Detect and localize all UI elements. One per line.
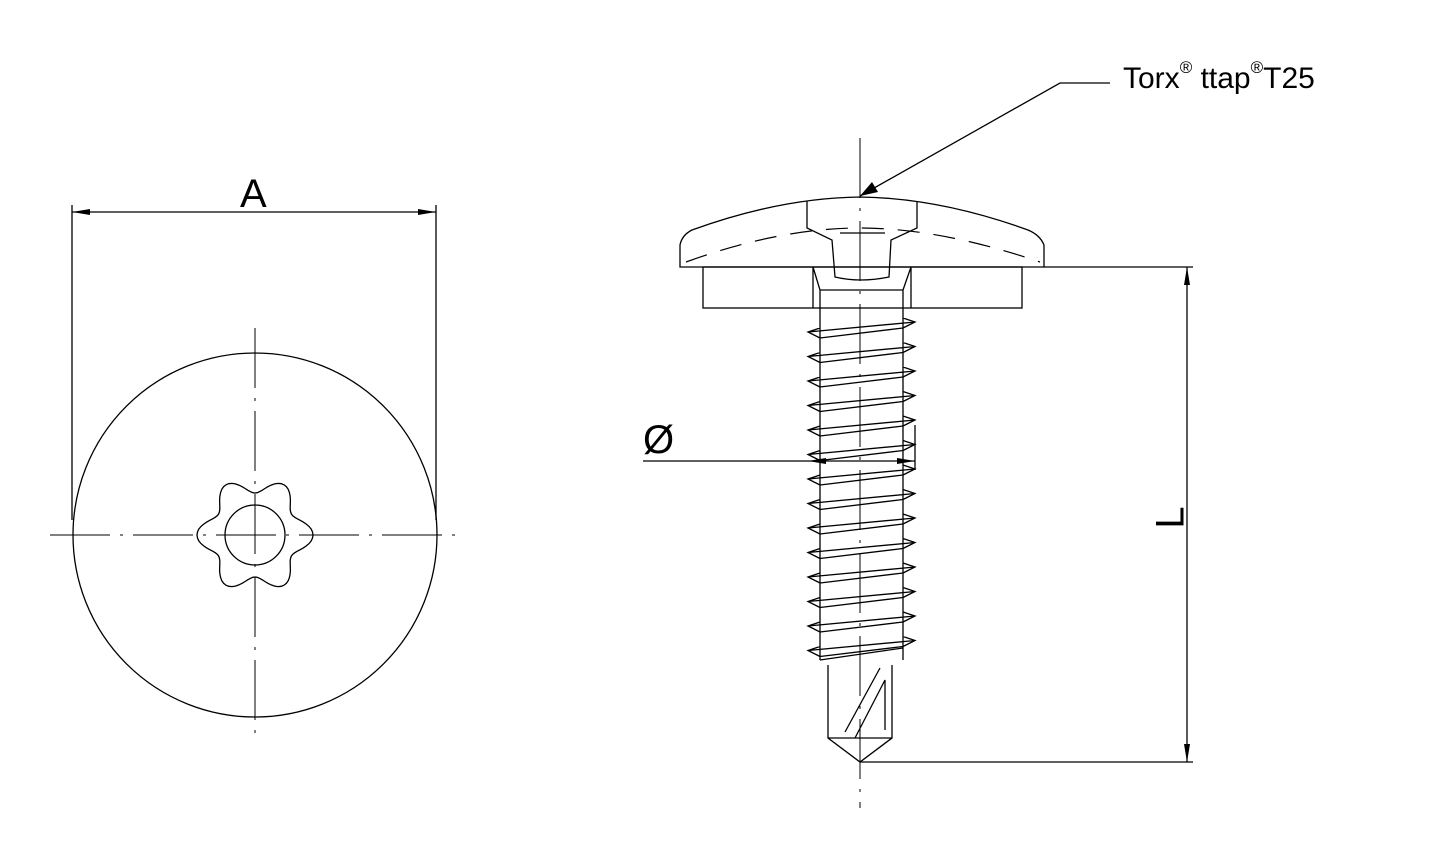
drive-callout: Torx® ttap®T25: [1123, 58, 1315, 96]
pin-circle: [224, 504, 286, 566]
torx-recess-icon: [196, 482, 314, 588]
callout-size: T25: [1263, 62, 1315, 95]
dimension-label-a: A: [240, 172, 267, 216]
threads: [806, 308, 917, 661]
hidden-head-line: [685, 227, 1041, 263]
dimension-label-diameter: Ø: [643, 418, 675, 462]
neck: [812, 266, 912, 308]
callout-brand: Torx: [1123, 62, 1180, 95]
washer: [702, 266, 1023, 309]
callout-leader: [859, 82, 1110, 197]
dimension-label-l: L: [1148, 506, 1193, 529]
registered-mark: ®: [1250, 58, 1264, 77]
leader-arrowhead: [860, 182, 878, 196]
screw-head: [679, 196, 1045, 268]
torx-recess-profile: [806, 201, 918, 281]
thread-profile: [806, 308, 917, 661]
registered-mark: ®: [1179, 58, 1193, 77]
callout-type: ttap: [1200, 62, 1251, 95]
top-view: [50, 205, 462, 740]
side-view: [643, 82, 1193, 808]
